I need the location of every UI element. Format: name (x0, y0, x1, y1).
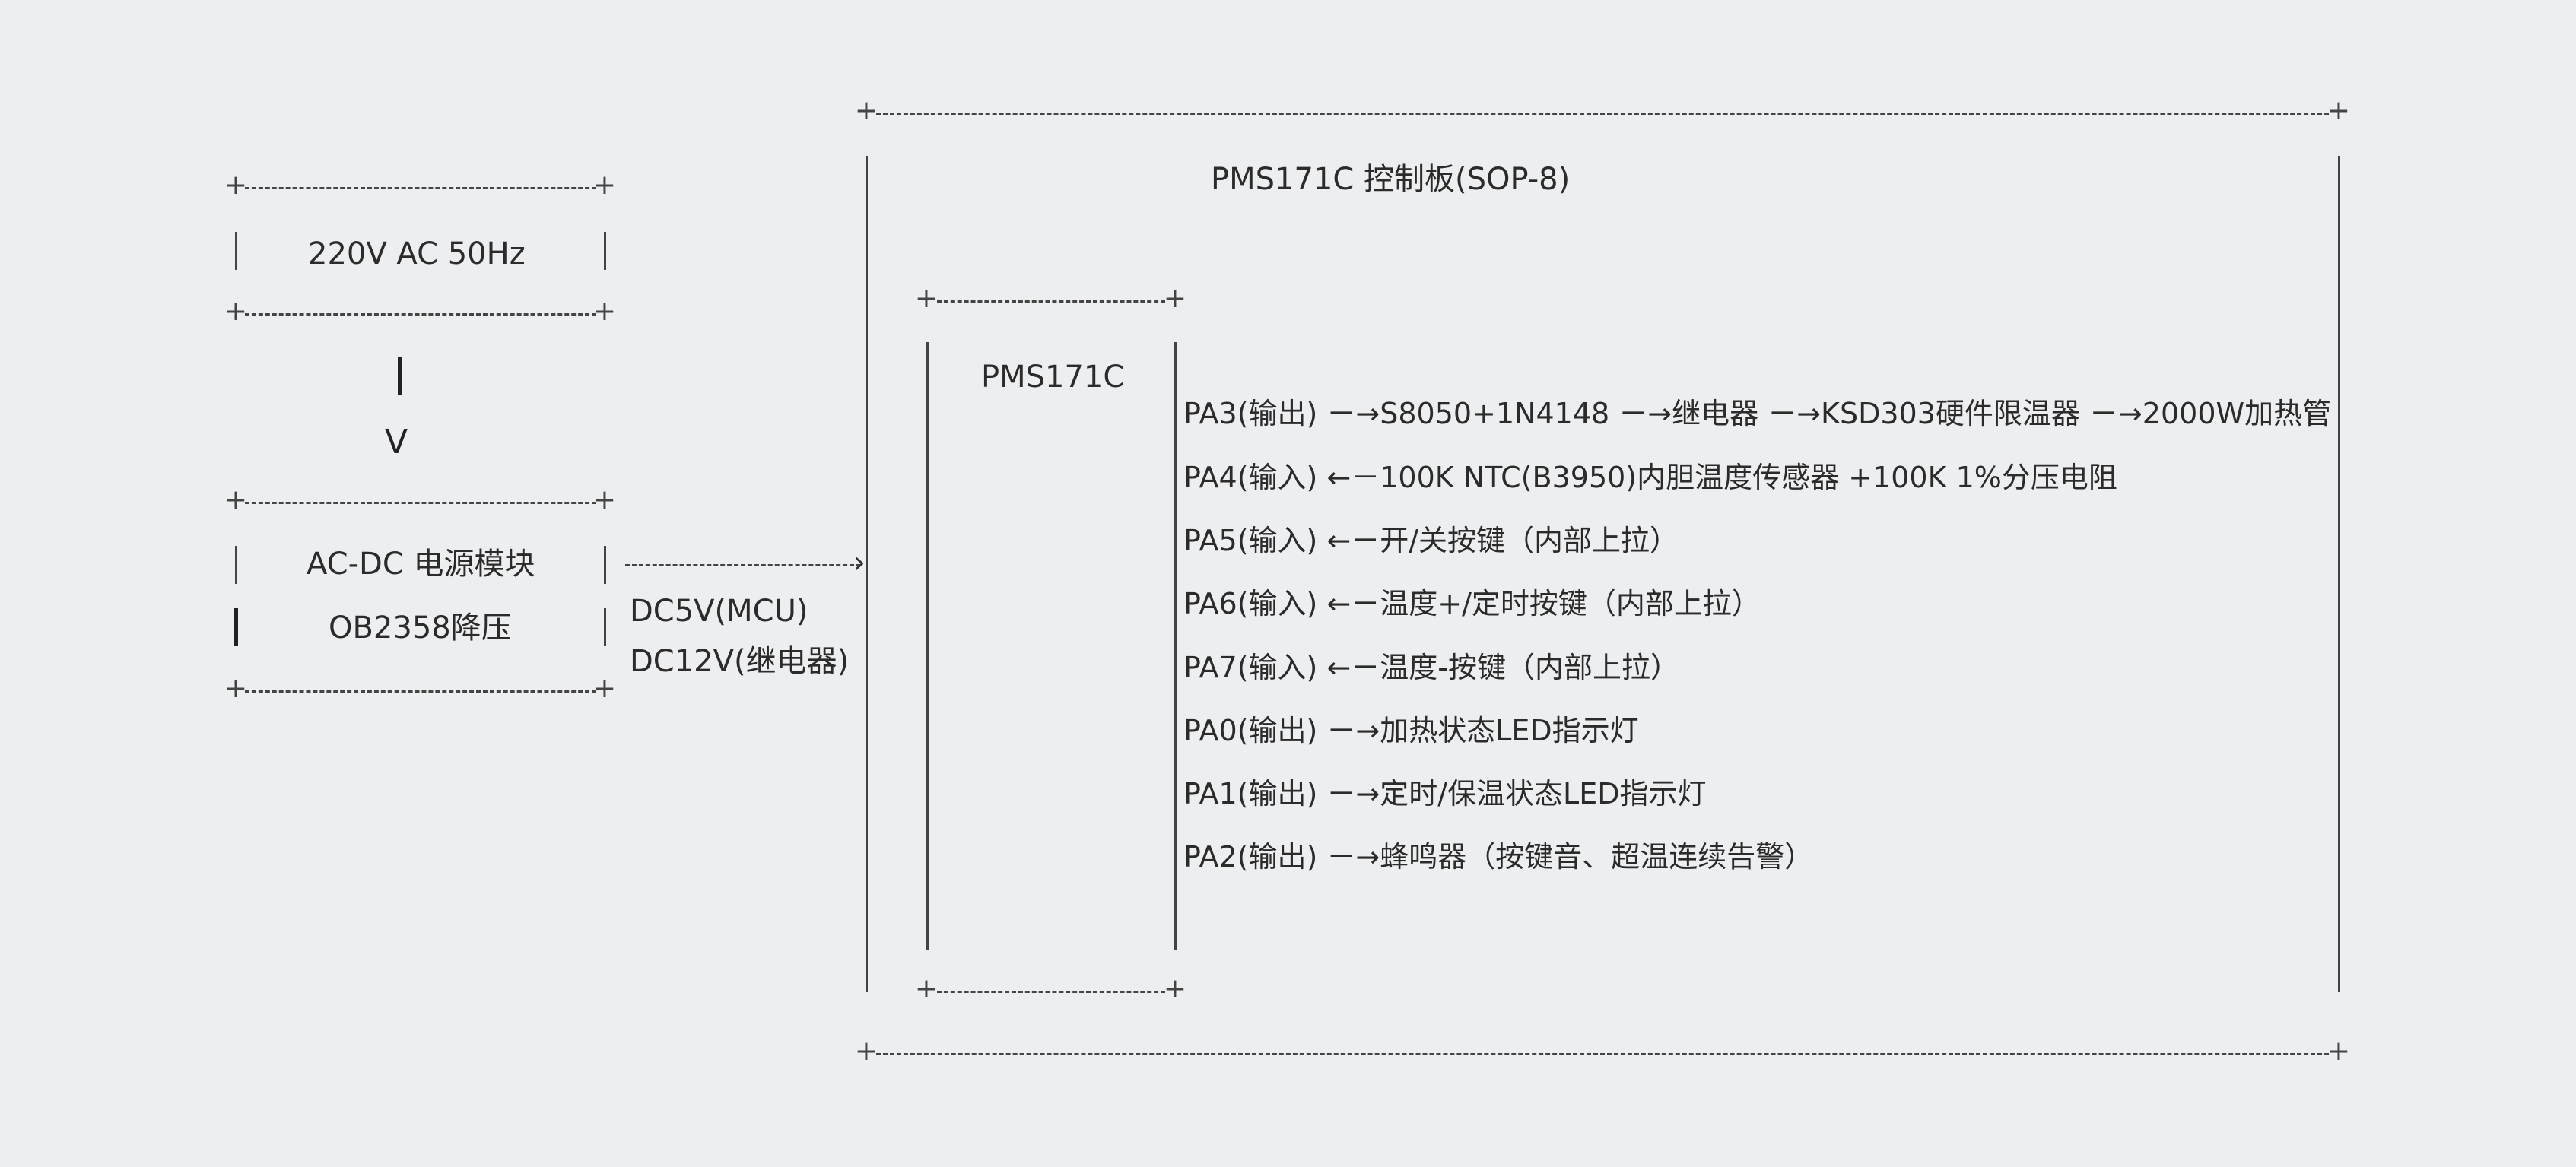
corner-bl: + (914, 973, 939, 1005)
pin-pa3: PA3(输出) －→S8050+1N4148 －→继电器 －→KSD303硬件限… (1183, 397, 2332, 430)
corner-tl: + (854, 95, 878, 127)
ac-box-bottom-border (245, 313, 596, 316)
down-arrow-head-icon: V (385, 423, 408, 461)
chip-box-left-border (926, 342, 929, 950)
ac-box-left-border (235, 232, 237, 270)
down-arrow-shaft (398, 357, 402, 395)
psu-chip-label: OB2358降压 (329, 610, 512, 645)
ac-box-right-border (604, 232, 606, 270)
corner-tr: + (592, 170, 617, 201)
power-link-line (625, 564, 861, 566)
corner-br: + (592, 296, 617, 328)
corner-tl: + (224, 170, 248, 201)
board-top-border (876, 113, 2329, 115)
ac-source-label: 220V AC 50Hz (308, 236, 526, 271)
corner-tl: + (224, 484, 248, 516)
board-left-border (866, 156, 868, 992)
psu-box-bottom-border (245, 690, 596, 693)
corner-tr: + (2327, 95, 2351, 127)
pin-pa1: PA1(输出) －→定时/保温状态LED指示灯 (1183, 777, 1707, 810)
psu-box-right-border-2 (604, 608, 606, 646)
dc5v-label: DC5V(MCU) (630, 594, 808, 629)
chip-box-bottom-border (937, 991, 1165, 993)
pin-pa2: PA2(输出) －→蜂鸣器（按键音、超温连续告警） (1183, 840, 1814, 874)
corner-bl: + (224, 296, 248, 328)
chip-box-top-border (937, 300, 1165, 303)
corner-br: + (592, 673, 617, 705)
board-bottom-border (876, 1053, 2329, 1055)
corner-tr: + (592, 484, 617, 516)
board-right-border (2338, 156, 2340, 992)
psu-label: AC-DC 电源模块 (307, 547, 535, 582)
psu-box-right-border (604, 546, 606, 584)
psu-box-left-border-2 (234, 608, 238, 646)
pin-pa7: PA7(输入) ←－温度-按键（内部上拉） (1183, 651, 1679, 684)
corner-tr: + (1163, 283, 1187, 315)
pin-pa5: PA5(输入) ←－开/关按键（内部上拉） (1183, 524, 1679, 557)
chip-label: PMS171C (981, 360, 1125, 395)
chip-box-right-border (1174, 342, 1177, 950)
psu-box-left-border (235, 546, 237, 584)
board-title: PMS171C 控制板(SOP-8) (1211, 162, 1571, 197)
psu-box-top-border (245, 502, 596, 504)
ac-box-top-border (245, 187, 596, 189)
corner-br: + (2327, 1035, 2351, 1067)
pin-pa6: PA6(输入) ←－温度+/定时按键（内部上拉） (1183, 587, 1761, 620)
pin-pa4: PA4(输入) ←－100K NTC(B3950)内胆温度传感器 +100K 1… (1183, 461, 2117, 494)
corner-tl: + (914, 283, 939, 315)
corner-bl: + (854, 1035, 878, 1067)
corner-bl: + (224, 673, 248, 705)
corner-br: + (1163, 973, 1187, 1005)
dc12v-label: DC12V(继电器) (630, 644, 850, 679)
power-link-arrow-icon: › (853, 545, 866, 580)
pin-pa0: PA0(输出) －→加热状态LED指示灯 (1183, 714, 1639, 747)
